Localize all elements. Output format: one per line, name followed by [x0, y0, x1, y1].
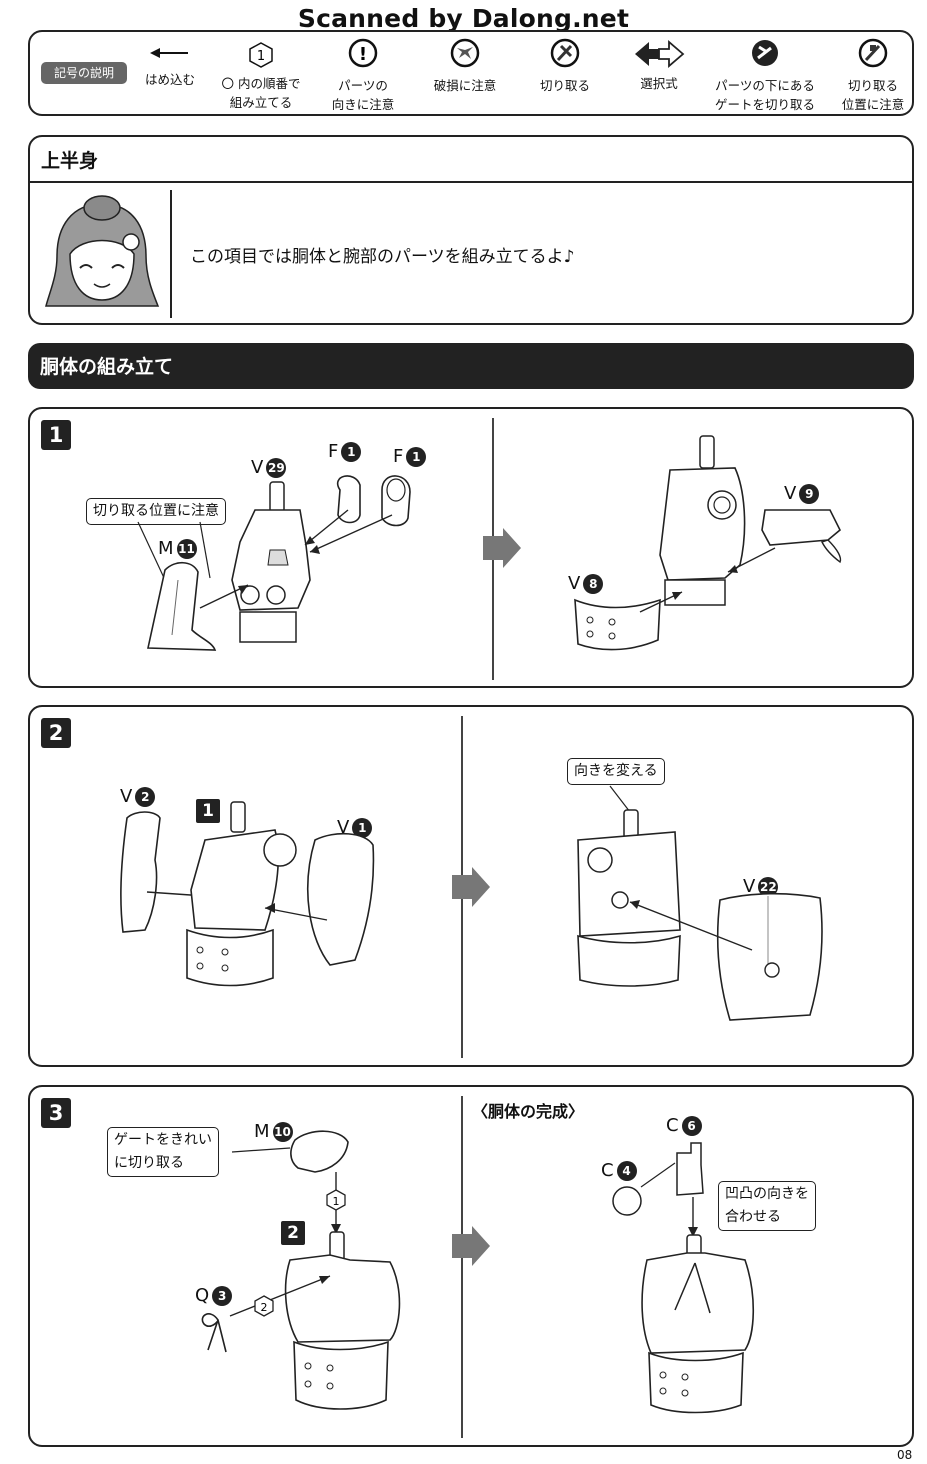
legend-label: 切り取る — [539, 78, 590, 93]
cut-icon — [550, 38, 580, 68]
step-3-ref-step-2: 2 — [281, 1221, 305, 1245]
legend-label: 組み立てる — [229, 95, 293, 110]
legend-label: 切り取る — [847, 78, 898, 93]
step-1-left-drawing — [137, 475, 411, 651]
scan-watermark: Scanned by Dalong.net — [297, 4, 630, 33]
step-3-left-drawing: 1 2 — [201, 1130, 401, 1410]
damage-warning-icon — [450, 38, 480, 68]
step-1-number: 1 — [41, 420, 71, 450]
step-3-number: 3 — [41, 1098, 71, 1128]
callout-align-bumps: 凹凸の向きを合わせる — [718, 1181, 816, 1231]
step-2-number: 2 — [41, 718, 71, 748]
step-1-next-arrow — [483, 528, 521, 568]
legend-label: ゲートを切り取る — [714, 97, 815, 112]
callout-gate-clean-cut: ゲートをきれいに切り取る — [107, 1127, 219, 1177]
svg-text:2: 2 — [261, 1301, 268, 1314]
step-2-ref-step-1: 1 — [196, 799, 220, 823]
choice-arrows-icon — [635, 40, 685, 68]
legend-item-insert: はめ込む — [135, 42, 205, 89]
step-2-next-arrow — [452, 867, 490, 907]
svg-text:!: ! — [359, 44, 367, 65]
order-hexagon-icon: 1 — [249, 42, 273, 68]
step-1-right-drawing — [574, 435, 842, 651]
upper-body-divider — [30, 181, 912, 183]
step-3-divider — [461, 1096, 463, 1438]
upper-body-title: 上半身 — [41, 150, 99, 172]
arrow-left-icon — [150, 48, 188, 58]
attention-icon: ! — [348, 38, 378, 68]
svg-text:1: 1 — [257, 49, 265, 64]
legend-item-cut: 切り取る — [530, 38, 600, 95]
torso-section-title: 胴体の組み立て — [40, 356, 174, 378]
step-2-right-drawing — [577, 785, 823, 1021]
callout-cut-position: 切り取る位置に注意 — [86, 498, 226, 525]
mascot-divider — [170, 190, 172, 318]
step-3-next-arrow — [452, 1226, 490, 1266]
legend-label: パーツの — [338, 78, 388, 93]
legend-item-cut-position: 切り取る 位置に注意 — [833, 38, 913, 114]
gate-cut-icon — [752, 40, 778, 66]
legend-label: 向きに注意 — [331, 97, 395, 112]
mascot-girl-illustration — [45, 195, 160, 307]
legend-label: 位置に注意 — [841, 97, 905, 112]
callout-change-direction: 向きを変える — [567, 758, 665, 785]
legend-item-choice: 選択式 — [627, 40, 691, 93]
step-3-right-drawing — [612, 1142, 755, 1414]
cut-position-icon — [858, 38, 888, 68]
torso-section-bar: 胴体の組み立て — [28, 343, 914, 389]
legend-item-order: 1 〇 内の順番で 組み立てる — [215, 42, 307, 112]
torso-complete-title: 〈胴体の完成〉 — [472, 1102, 585, 1121]
legend-label: はめ込む — [144, 72, 195, 87]
legend-label: パーツの下にある — [715, 78, 815, 93]
legend-label: 〇 内の順番で — [221, 76, 301, 91]
legend-item-damage: 破損に注意 — [425, 38, 505, 95]
legend-item-gate-cut: パーツの下にある ゲートを切り取る — [707, 38, 823, 114]
page-number: 08 — [897, 1448, 913, 1462]
legend-badge: 記号の説明 — [41, 62, 127, 84]
legend-label: 破損に注意 — [433, 78, 497, 93]
upper-body-intro: この項目では胴体と腕部のパーツを組み立てるよ♪ — [190, 247, 575, 267]
upper-body-panel — [28, 135, 914, 325]
svg-text:1: 1 — [333, 1195, 340, 1208]
legend-item-orientation: ! パーツの 向きに注意 — [322, 38, 404, 114]
legend-label: 選択式 — [640, 76, 678, 91]
step-2-left-drawing — [120, 801, 375, 987]
